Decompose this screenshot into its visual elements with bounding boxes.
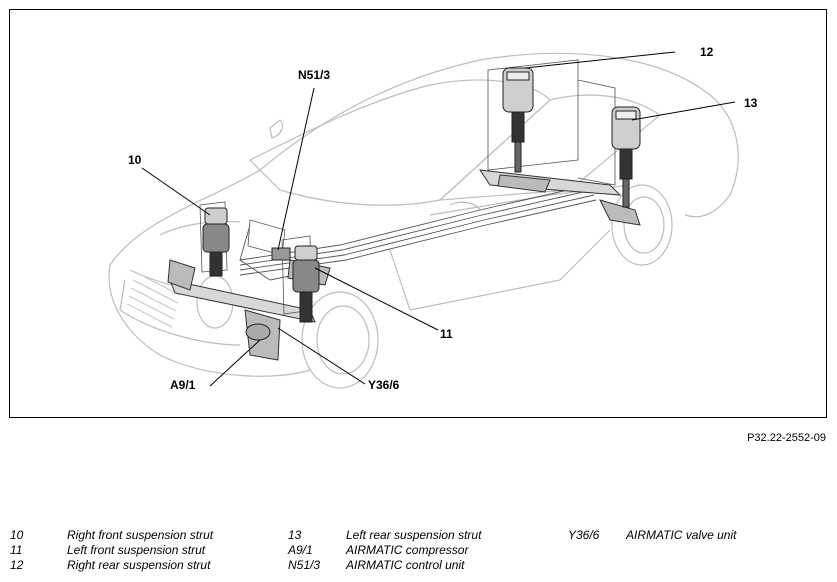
- legend-label: AIRMATIC compressor: [346, 543, 469, 557]
- legend-code: Y36/6: [568, 528, 600, 542]
- legend-label: Left rear suspension strut: [346, 528, 482, 542]
- callout-12: 12: [700, 45, 714, 59]
- figure-reference: P32.22-2552-09: [747, 432, 826, 444]
- callout-a9-1: A9/1: [170, 378, 196, 392]
- car-illustration: [108, 51, 739, 389]
- legend-code: 13: [288, 528, 302, 542]
- diagram-frame: 10 N51/3 11 12 13 A9/1 Y36/6: [9, 9, 827, 418]
- rear-axle: [478, 169, 641, 226]
- leader-lines: [141, 51, 736, 387]
- legend-code: 10: [10, 528, 24, 542]
- suspension-struts: [202, 67, 641, 341]
- legend-label: Right rear suspension strut: [67, 558, 211, 572]
- callout-n51-3: N51/3: [298, 68, 331, 82]
- legend-code: 12: [10, 558, 24, 572]
- legend-code: N51/3: [288, 558, 321, 572]
- callout-13: 13: [744, 96, 758, 110]
- legend-code: A9/1: [288, 543, 313, 557]
- car-body-outline: [108, 52, 739, 377]
- grille: [126, 271, 181, 328]
- legend-label: Left front suspension strut: [67, 543, 206, 557]
- callout-y36-6: Y36/6: [368, 378, 400, 392]
- legend-code: 11: [10, 543, 23, 557]
- callout-11: 11: [440, 327, 453, 341]
- legend-label: AIRMATIC valve unit: [626, 528, 737, 542]
- callout-10: 10: [128, 153, 142, 167]
- legend-label: AIRMATIC control unit: [346, 558, 465, 572]
- front-axle: [167, 259, 331, 361]
- legend-label: Right front suspension strut: [67, 528, 214, 542]
